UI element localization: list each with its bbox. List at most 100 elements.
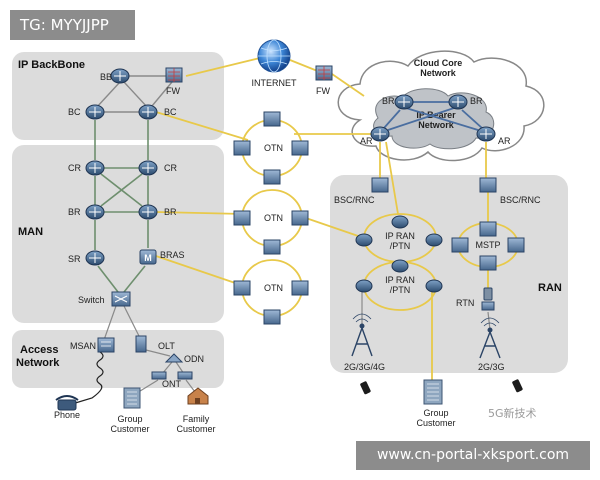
link-br1-ar1 <box>383 109 401 129</box>
mstp-label: MSTP <box>475 240 500 250</box>
internet-globe-icon[interactable] <box>257 39 291 73</box>
ip-bearer-label-2: Network <box>418 120 455 130</box>
br-man1-router-icon[interactable] <box>85 204 105 220</box>
br-cloud1-router-icon[interactable] <box>394 94 414 110</box>
fw1-label: FW <box>166 86 180 96</box>
ar1-router-icon[interactable] <box>370 126 390 142</box>
mstp-left-icon[interactable] <box>451 237 469 253</box>
bc1-router-icon[interactable] <box>85 104 105 120</box>
ip-bearer-label-1: IP Bearer <box>416 110 456 120</box>
svg-text:M: M <box>144 253 152 263</box>
router-icons <box>85 68 496 293</box>
fw1-firewall-icon[interactable] <box>165 67 183 83</box>
group-customer-building-icon-1[interactable] <box>123 387 141 409</box>
switch-label: Switch <box>78 295 105 305</box>
bc2-router-icon[interactable] <box>138 104 158 120</box>
tower2-icon[interactable] <box>479 317 501 359</box>
odn-label: ODN <box>184 354 204 364</box>
otn2-label: OTN <box>264 213 283 223</box>
bras-label: BRAS <box>160 250 185 260</box>
ipran2b-router-icon[interactable] <box>355 279 373 293</box>
otn2-bottom-icon[interactable] <box>263 239 281 255</box>
link-bras-switch <box>123 265 146 293</box>
br-cloud1-label: BR <box>382 96 395 106</box>
rtn-icon[interactable] <box>481 287 495 311</box>
br-man2-label: BR <box>164 207 177 217</box>
family-label-1: Family <box>183 414 210 424</box>
url-banner[interactable]: www.cn-portal-xksport.com <box>356 441 590 470</box>
odn-icon[interactable] <box>164 353 184 363</box>
ar2-router-icon[interactable] <box>476 126 496 142</box>
zone-areas <box>12 52 568 388</box>
tower2-label: 2G/3G <box>478 362 505 372</box>
mstp-top-icon[interactable] <box>479 221 497 237</box>
mobile-phone-icon-2[interactable] <box>512 379 523 393</box>
link-br2-ar1 <box>387 107 455 131</box>
otn-box-icons <box>233 111 525 325</box>
watermark-text: 5G新技术 <box>488 407 537 420</box>
otn2-left-icon[interactable] <box>233 210 251 226</box>
bsc1-label: BSC/RNC <box>334 195 375 205</box>
link-otn2-ipran <box>299 215 365 239</box>
cr2-label: CR <box>164 163 177 173</box>
labels: IP BackBone MAN Access Network RAN BB FW… <box>16 59 562 434</box>
switch-icon[interactable] <box>111 291 131 307</box>
mstp-right-icon[interactable] <box>507 237 525 253</box>
bras-icon[interactable]: M <box>139 249 157 265</box>
ip-backbone-title: IP BackBone <box>18 59 85 71</box>
ont2-icon[interactable] <box>177 371 193 380</box>
telephone-icon[interactable] <box>55 395 79 411</box>
cr1-label: CR <box>68 163 81 173</box>
ipran1c-router-icon[interactable] <box>425 233 443 247</box>
msan-label: MSAN <box>70 341 96 351</box>
ipran2c-router-icon[interactable] <box>425 279 443 293</box>
sr-router-icon[interactable] <box>85 250 105 266</box>
link-fw2-cloud <box>331 73 365 97</box>
otn1-top-icon[interactable] <box>263 111 281 127</box>
family-house-icon[interactable] <box>187 387 209 405</box>
otn1-label: OTN <box>264 143 283 153</box>
otn1-left-icon[interactable] <box>233 140 251 156</box>
link-rtn-tower2 <box>487 311 491 331</box>
ar1-label: AR <box>360 136 373 146</box>
ont1-icon[interactable] <box>151 371 167 380</box>
br-cloud2-router-icon[interactable] <box>448 94 468 110</box>
otn3-bottom-icon[interactable] <box>263 309 281 325</box>
bsc1-icon[interactable] <box>371 177 389 193</box>
tower1-icon[interactable] <box>351 313 373 357</box>
otn1-right-icon[interactable] <box>291 140 309 156</box>
link-br1-ar2 <box>405 107 479 131</box>
link-bb-bc2 <box>123 81 149 109</box>
bc1-label: BC <box>68 107 81 117</box>
phone-label: Phone <box>54 410 80 420</box>
bsc2-label: BSC/RNC <box>500 195 541 205</box>
olt-label: OLT <box>158 341 175 351</box>
ar2-label: AR <box>498 136 511 146</box>
ipran1b-router-icon[interactable] <box>355 233 373 247</box>
cr1-router-icon[interactable] <box>85 160 105 176</box>
bsc2-icon[interactable] <box>479 177 497 193</box>
otn3-left-icon[interactable] <box>233 280 251 296</box>
sr-label: SR <box>68 254 81 264</box>
group1-label-1: Group <box>117 414 142 424</box>
olt-icon[interactable] <box>135 335 147 353</box>
link-bc2-otn1 <box>155 111 249 141</box>
link-fw-bc2 <box>151 81 173 107</box>
mstp-bottom-icon[interactable] <box>479 255 497 271</box>
otn3-right-icon[interactable] <box>291 280 309 296</box>
ipran1-router-icon[interactable] <box>391 215 409 229</box>
group-customer-building-icon-2[interactable] <box>423 379 443 405</box>
link-ar1-ipran <box>385 141 399 215</box>
br-man2-router-icon[interactable] <box>138 204 158 220</box>
ran-title: RAN <box>538 282 562 294</box>
otn1-bottom-icon[interactable] <box>263 169 281 185</box>
msan-icon[interactable] <box>97 337 115 353</box>
otn2-right-icon[interactable] <box>291 210 309 226</box>
link-br2-otn2 <box>155 211 245 215</box>
ipran2-router-icon[interactable] <box>391 259 409 273</box>
fw2-firewall-icon[interactable] <box>315 65 333 81</box>
bb-router-icon[interactable] <box>110 68 130 84</box>
mobile-phone-icon-1[interactable] <box>360 381 371 395</box>
cr2-router-icon[interactable] <box>138 160 158 176</box>
